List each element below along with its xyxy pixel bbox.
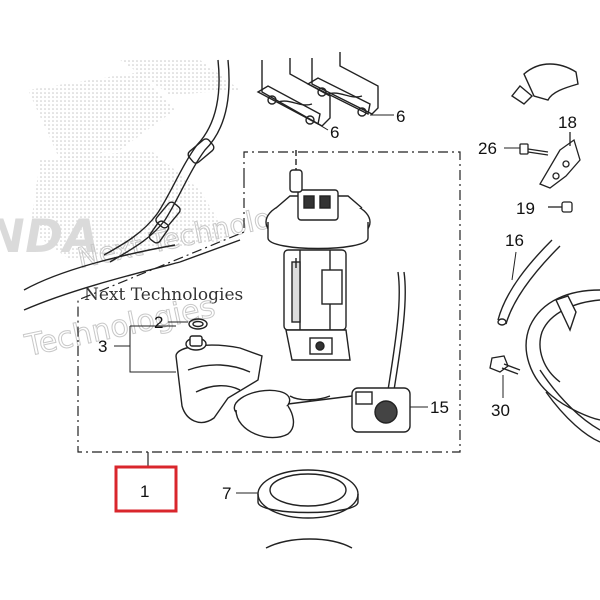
- bolt-26: [519, 143, 549, 156]
- gasket-ring: [257, 469, 359, 549]
- right-bracket: [510, 63, 579, 105]
- highlight-box: [114, 465, 178, 513]
- callout-15: 15: [430, 398, 449, 417]
- fuel-pump-assembly: [265, 150, 371, 361]
- level-sender: [233, 271, 411, 439]
- leader-lines-6: [317, 114, 394, 131]
- callout-16: 16: [505, 231, 524, 250]
- callout-30: 30: [491, 401, 510, 420]
- connector-18: [539, 132, 581, 189]
- tank-outline: [23, 239, 241, 311]
- callout-26: 26: [478, 139, 497, 158]
- leader-lines-2-3: [114, 321, 188, 373]
- bracket-plates: [256, 52, 379, 127]
- callout-3: 3: [98, 337, 107, 356]
- callout-18: 18: [558, 113, 577, 132]
- assembly-box: [77, 151, 461, 466]
- callout-6-upper: 6: [396, 107, 405, 126]
- callout-2: 2: [154, 313, 163, 332]
- brand-background-art: NDA: [0, 60, 240, 263]
- o-ring: [188, 318, 208, 330]
- callout-1: 1: [140, 482, 149, 501]
- bolt-30: [489, 355, 521, 375]
- fuel-filter: [175, 335, 263, 424]
- callouts: 6 6 2 3 15 7 26 18 19 16 30: [98, 107, 577, 503]
- tank-bottom-right: [525, 289, 600, 443]
- watermark-line-1: Next Technologies: [84, 285, 243, 305]
- highlighted-part-1[interactable]: 1: [114, 465, 178, 513]
- tube-16: [497, 239, 561, 326]
- callout-19: 19: [516, 199, 535, 218]
- fuel-hose: [103, 59, 230, 263]
- bolt-19: [548, 201, 573, 213]
- callout-6-lower: 6: [330, 123, 339, 142]
- brand-fragment-text: NDA: [0, 209, 103, 263]
- callout-7: 7: [222, 484, 231, 503]
